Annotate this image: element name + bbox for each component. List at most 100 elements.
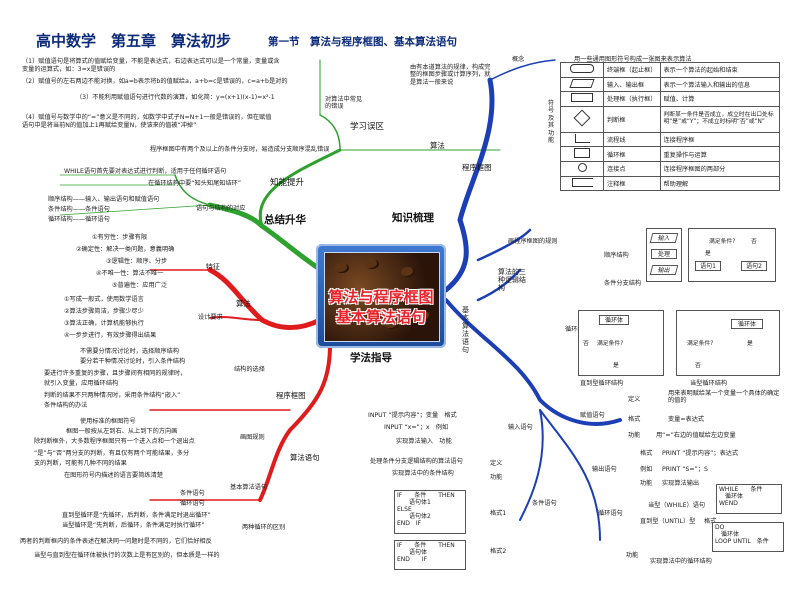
output-format-label: 格式 <box>640 450 653 457</box>
drawing-item-3: 除判断框外，大多数程序框图只有一个进入点和一个退出点 <box>34 438 195 445</box>
misconception-3: （3）不能利用赋值语句进行代数的演算，如化简：y=(x+1)(x-1)=x²-1 <box>76 94 275 101</box>
legend-row: 连接点 连接程序框图的两部分 <box>560 160 780 177</box>
seq-process-box: 处理 <box>651 249 677 259</box>
cond-stmt1: 语句1 <box>695 261 721 271</box>
drawing-item-2: 框图一般按从左到右、从上到下的方向画 <box>66 428 178 435</box>
center-title-line2: 基本算法语句 <box>335 308 426 326</box>
design-item-2: ②算法步骤简洁，步骤少尽少 <box>64 308 144 315</box>
code-line: WHILE 条件 <box>719 486 763 493</box>
cond-stmt2: 语句2 <box>741 261 767 271</box>
cond-def-text: 处理条件分支逻辑结构的算法语句 <box>370 458 463 465</box>
structure-label: 结构的选择 <box>234 366 265 373</box>
cond-yes: 是 <box>705 251 711 257</box>
design-item-3: ③算法正确，计算机能够执行 <box>64 320 144 327</box>
code-line: DO <box>715 524 725 531</box>
code-line: WEND <box>719 500 738 507</box>
code-line: LOOP UNTIL 条件 <box>715 538 769 545</box>
legend-symbol-name: 输入、输出框 <box>603 76 661 93</box>
legend-title: 用一些通用图形符号构成一张图来表示算法 <box>574 56 692 63</box>
knowledge-up-label: 知能提升 <box>270 178 305 188</box>
until-diagram: 循环体 满足条件? 否 是 <box>578 310 664 376</box>
branch-knowledge: 知识梳理 <box>392 212 434 224</box>
output-label: 输出语句 <box>592 466 617 473</box>
io-func: 实现算法输入 功能 <box>396 438 452 445</box>
basic-label: 基本算法语句 <box>462 306 469 354</box>
cond-no: 否 <box>751 239 757 245</box>
basic-item-2: 循环语句 <box>180 500 205 507</box>
until-body: 循环体 <box>599 315 629 325</box>
code-line: IF 条件 THEN <box>397 542 455 549</box>
center-topic: 算法与程序框图 基本算法语句 <box>316 244 446 348</box>
misconception-1b: 变量的运算式，如：3=x是错误的 <box>22 66 116 73</box>
assign-label: 赋值语句 <box>580 412 605 419</box>
loop-diff-2: 当型循环是“先判断，后循环，条件满足时执行循环” <box>62 522 205 529</box>
algorithm-branch-label: 算法 <box>430 141 445 150</box>
char-label: 特征 <box>206 263 220 271</box>
legend-symbol-name: 流程线 <box>603 131 661 148</box>
design-label: 设计要求 <box>198 314 223 321</box>
process-shape-icon <box>560 91 604 107</box>
misconceptions-label: 对算法中常见的错误 <box>325 96 363 111</box>
basic-statements-label: 基本算法语句 <box>230 484 268 491</box>
io-shape-icon <box>560 76 604 93</box>
legend-symbol-desc: 判断某一条件是否成立，成立时在出口处标明“是”或“Y”；不成立时标明“否”或“N… <box>659 105 780 133</box>
legend-symbol-name: 终端框（起止框） <box>603 62 661 78</box>
legend-symbol-desc: 帮助理解 <box>659 175 780 192</box>
structure-item-4: 就引入变量，应用循环结构 <box>44 380 119 387</box>
section-title: 第一节 算法与程序框图、基本算法语句 <box>268 36 457 48</box>
misconception-4a: （4）赋值号与数学中的“=”意义是不同的，如数学中式子N=N+1一般是错误的，但… <box>22 114 272 121</box>
coffee-beans-image <box>324 252 440 342</box>
char-item-3: ③逻辑性：顺序、分步 <box>106 258 168 265</box>
char-item-5: ⑤普遍性：应用广泛 <box>112 282 168 289</box>
loop-structure-label: 循环结构 <box>565 326 590 333</box>
legend-row: 处理框（执行框） 赋值、计算 <box>560 91 780 107</box>
branch-study: 学法指导 <box>350 352 392 364</box>
design-item-4: ④一步步进行，有效步骤得出结果 <box>64 332 157 339</box>
structure-item-2: 要分若干种情况讨论时，引入条件结构 <box>80 358 186 365</box>
legend-row: 输入、输出框 表示一个算法输入和输出的信息 <box>560 76 780 93</box>
drawing-item-6: 在图形符号内描述的语言要简练清楚 <box>64 472 163 479</box>
misconception-4b: 语句中是将当前N的值加上1再赋给变量N，使该来的值被“冲掉” <box>22 122 197 129</box>
char-item-2: ②确定性：解决一类问题，意義明确 <box>76 246 175 253</box>
misconception-5: 程序框图中有两个及以上的条件分支时，易造成分支顺序混乱错误 <box>150 146 330 153</box>
legend-row: 循环框 重复操作与运算 <box>560 146 780 162</box>
improve-item-4: 条件结构——条件语句 <box>48 206 110 213</box>
decision-shape-icon <box>560 105 604 133</box>
legend-symbol-desc: 表示一个算法的起始和结束 <box>659 62 780 78</box>
drawing-rules-label: 画程序框图的规则 <box>508 238 558 245</box>
cond-format2-code: IF 条件 THEN 语句体 END IF <box>394 540 466 570</box>
connector-shape-icon <box>560 160 604 177</box>
legend-symbol-name: 处理框（执行框） <box>603 91 661 107</box>
drawing-item-5: 支的判断，可能有几种不同的结果 <box>34 460 127 467</box>
code-line: 语句体2 <box>397 513 431 520</box>
code-line: END IF <box>397 556 428 563</box>
branch-summary: 总结升华 <box>264 214 306 226</box>
loop-format-label: 格式 <box>704 518 717 525</box>
cond-diagram: 满足条件? 是 否 语句1 语句2 <box>688 228 776 282</box>
improve-link-label: 语句与结构的对应 <box>196 205 246 212</box>
cond-check: 满足条件? <box>709 239 736 245</box>
while-cond: 满足条件? <box>687 341 714 347</box>
misconception-2: （2）赋值号的左右两边不能对换，如a=b表示将b的值赋给a，a+b=c是错误的，… <box>22 78 288 85</box>
output-eg-label: 例如 <box>640 466 653 473</box>
cond-structure-label: 条件分支结构 <box>604 280 642 287</box>
legend-symbol-desc: 表示一个算法输入和输出的信息 <box>659 76 780 93</box>
code-line: 语句体1 <box>397 499 431 506</box>
loop-diff-1: 直到型循环是“先循环，后判断，条件满足时退出循环” <box>62 512 211 519</box>
legend-symbol-name: 注释框 <box>603 175 661 192</box>
until-statement-label: 直到型（UNTIL）型 <box>640 518 696 525</box>
io-syntax: INPUT “提示内容”；变量 格式 <box>368 412 457 419</box>
cond-func-text: 实现算法中的条件结构 <box>392 470 454 477</box>
code-line: 循环体 <box>719 493 744 500</box>
cond-func-label: 功能 <box>490 474 503 481</box>
legend-symbol-desc: 重复操作与运算 <box>659 146 780 162</box>
output-eg-text: PRINT “S=”；S <box>662 466 708 473</box>
structure-item-6: 条件结构的办法 <box>44 402 88 409</box>
terminal-shape-icon <box>560 62 604 78</box>
improve-item-5: 循环结构——循环语句 <box>48 216 110 223</box>
io-example: INPUT “x=”；x 例如 <box>384 424 449 431</box>
page-title: 高中数学 第五章 算法初步 <box>36 32 232 50</box>
drawing-item-1: 使用标准的框图符号 <box>80 418 136 425</box>
char-item-4: ④不唯一性：算法不唯一 <box>96 270 164 277</box>
